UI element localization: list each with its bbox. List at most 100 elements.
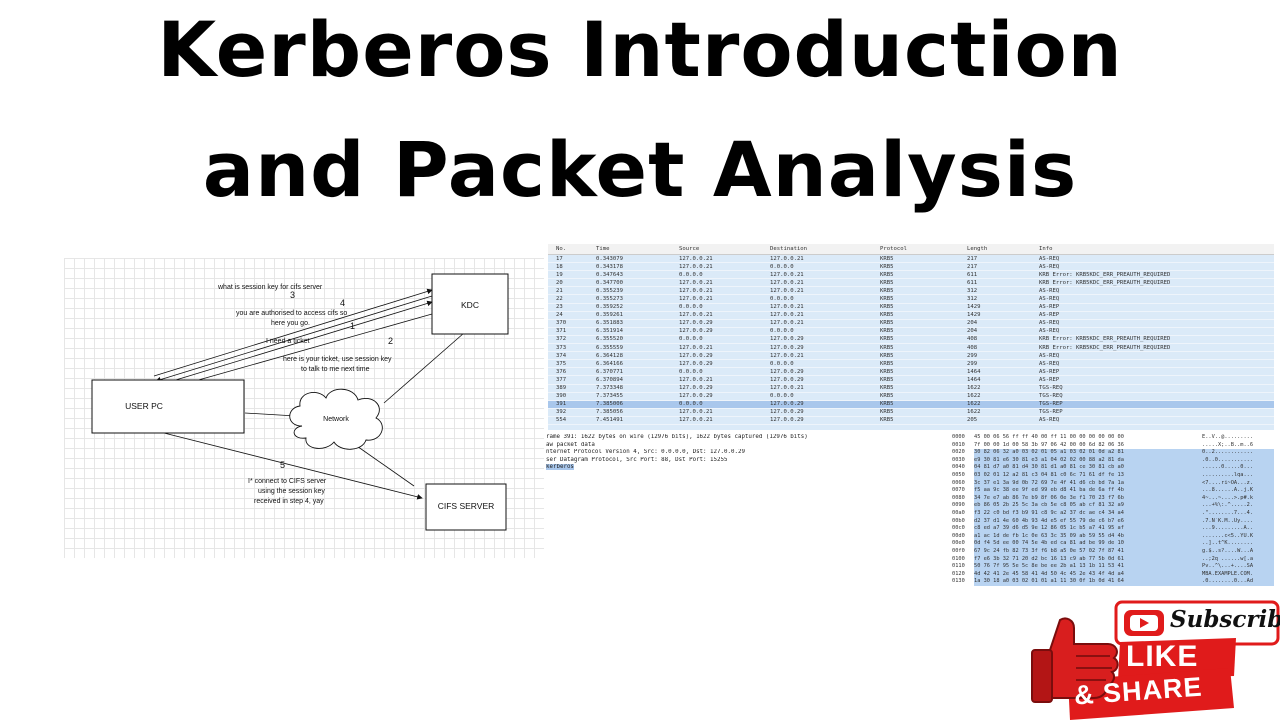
- column-header-destination[interactable]: Destination: [770, 246, 808, 252]
- packet-length: 1622: [967, 409, 981, 416]
- detail-kerberos[interactable]: kerberos: [546, 464, 574, 471]
- network-cifs-link: [353, 443, 415, 487]
- packet-length: 611: [967, 271, 978, 278]
- hex-offset: 0050: [952, 471, 965, 478]
- packet-length: 1429: [967, 304, 981, 311]
- packet-no: 374: [556, 352, 567, 359]
- detail-line[interactable]: nternet Protocol Version 4, Src: 0.0.0.0…: [546, 449, 745, 456]
- detail-line[interactable]: ser Datagram Protocol, Src Port: 88, Dst…: [546, 456, 728, 463]
- packet-protocol: KRB5: [880, 263, 894, 270]
- hex-ascii: ..........lqa...: [1202, 471, 1274, 480]
- packet-time: 7.373348: [596, 385, 623, 392]
- hex-ascii: .......c<5..YU.K: [1202, 532, 1274, 541]
- packet-source: 0.0.0.0: [679, 271, 703, 278]
- packet-destination: 127.0.0.21: [770, 304, 804, 311]
- packet-protocol: KRB5: [880, 352, 894, 359]
- hex-offset: 0080: [952, 494, 965, 501]
- detail-line[interactable]: rame 391: 1622 bytes on wire (12976 bits…: [546, 434, 808, 440]
- hex-offset: 0070: [952, 487, 965, 494]
- packet-list[interactable]: No. Time Source Destination Protocol Len…: [548, 244, 1274, 430]
- step-number-3: 3: [290, 290, 295, 300]
- column-header-no[interactable]: No.: [556, 246, 567, 252]
- packet-info: AS-REQ: [1039, 352, 1060, 359]
- packet-no: 377: [556, 376, 567, 383]
- detail-line-selected[interactable]: kerberos: [546, 464, 944, 472]
- subscribe-like-share-badge[interactable]: Subscribe LIKE & SHARE: [1030, 598, 1280, 720]
- packet-info: TGS-REP: [1039, 409, 1063, 416]
- hex-ascii: ...8......A..j.K: [1202, 487, 1274, 495]
- packet-protocol: KRB5: [880, 304, 894, 311]
- packet-destination: 127.0.0.29: [770, 344, 804, 351]
- detail-line[interactable]: aw packet data: [546, 441, 595, 448]
- packet-time: 0.359252: [596, 304, 623, 311]
- hex-bytes: f7 e6 3b 32 71 20 d2 bc 16 13 c9 ab 77 5…: [974, 555, 1202, 564]
- packet-time: 0.343178: [596, 263, 623, 270]
- hex-ascii: ......0.....0...: [1202, 464, 1274, 472]
- packet-details[interactable]: rame 391: 1622 bytes on wire (12976 bits…: [546, 434, 944, 494]
- column-header-protocol[interactable]: Protocol: [880, 246, 907, 252]
- packet-info: TGS-REP: [1039, 401, 1063, 408]
- packet-no: 376: [556, 368, 567, 375]
- step-number-2: 2: [388, 336, 393, 346]
- packet-info: AS-REP: [1039, 312, 1060, 319]
- packet-no: 23: [556, 304, 563, 311]
- play-icon: [1124, 610, 1164, 636]
- hex-ascii: Pv..^\...+....SA: [1202, 563, 1274, 571]
- column-header-info[interactable]: Info: [1039, 246, 1053, 252]
- message-step-2-line2: to talk to me next time: [301, 366, 370, 373]
- like-label[interactable]: LIKE: [1126, 640, 1199, 673]
- column-header-length[interactable]: Length: [967, 246, 988, 252]
- packet-destination: 0.0.0.0: [770, 328, 794, 335]
- packet-info: KRB Error: KRB5KDC_ERR_PREAUTH_REQUIRED: [1039, 271, 1171, 278]
- subscribe-label[interactable]: Subscribe: [1170, 606, 1280, 633]
- hex-bytes: 04 81 d7 a0 81 d4 30 81 d1 a0 81 ce 30 8…: [974, 464, 1202, 472]
- column-header-source[interactable]: Source: [679, 246, 700, 252]
- packet-protocol: KRB5: [880, 401, 894, 408]
- packet-info: AS-REQ: [1039, 296, 1060, 303]
- column-header-time[interactable]: Time: [596, 246, 610, 252]
- packet-list-header: No. Time Source Destination Protocol Len…: [548, 244, 1274, 255]
